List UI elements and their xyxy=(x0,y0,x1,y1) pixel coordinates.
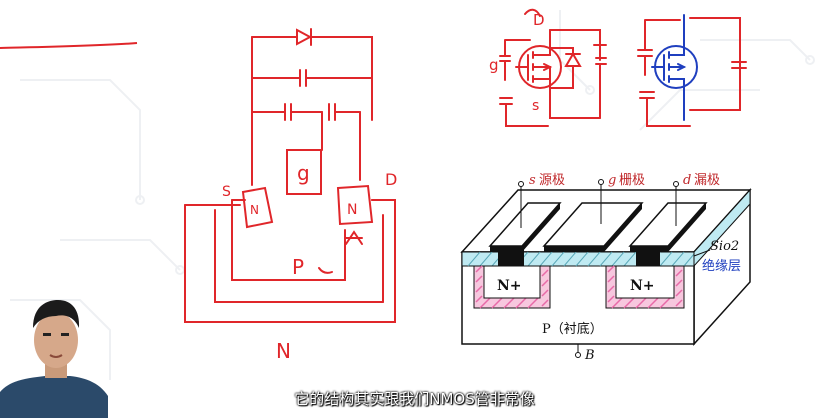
sketch-p-label: P xyxy=(292,255,304,279)
video-subtitle: 它的结构其实跟我们NMOS管非常像 xyxy=(294,390,535,408)
bulk-label: B xyxy=(584,348,595,363)
blue-mosfet-symbol xyxy=(637,14,747,127)
red-mosfet-symbol xyxy=(499,8,607,127)
symbol-d-label: D xyxy=(533,11,545,29)
person-webcam-icon xyxy=(0,300,108,418)
gate-letter: g xyxy=(608,173,616,188)
insulator-label: 绝缘层 xyxy=(702,258,741,274)
source-letter: s xyxy=(529,173,536,188)
sketch-right-n-label: N xyxy=(347,202,357,218)
stray-red-stroke xyxy=(0,42,138,49)
substrate-label: P（衬底） xyxy=(542,321,603,337)
n-plus-right-label: N+ xyxy=(630,278,655,294)
gate-name: 栅极 xyxy=(619,173,645,188)
mosfet-cross-section xyxy=(460,179,752,358)
symbol-s-label: s xyxy=(532,98,539,114)
hand-drawn-mos-sketch xyxy=(184,28,396,323)
sketch-left-n-label: N xyxy=(250,203,259,217)
n-plus-well-left xyxy=(473,265,551,309)
sketch-g-label: g xyxy=(297,161,310,185)
symbol-g-label: g xyxy=(489,56,499,74)
n-plus-left-label: N+ xyxy=(497,278,522,294)
sketch-d-label: D xyxy=(385,170,397,189)
sketch-bottom-n-label: N xyxy=(276,339,291,363)
drain-name: 漏极 xyxy=(694,172,720,188)
n-plus-well-right xyxy=(605,265,685,309)
source-name: 源极 xyxy=(539,173,565,188)
sketch-s-label: S xyxy=(222,184,231,200)
drain-letter: d xyxy=(683,173,691,188)
oxide-label: Sio2 xyxy=(710,239,739,254)
